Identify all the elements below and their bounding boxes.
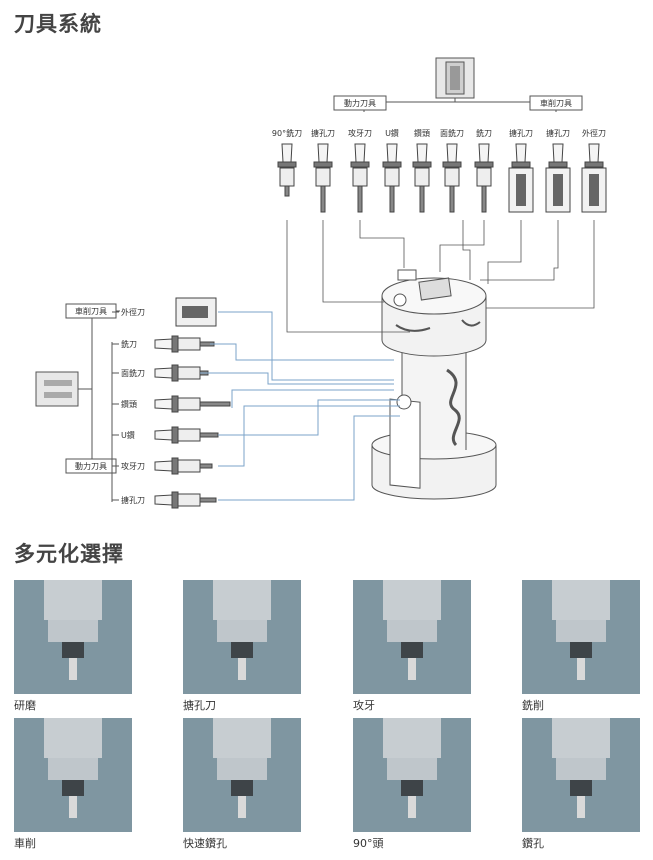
- gallery-caption: 研磨: [14, 699, 36, 712]
- boring-tool-icon: [213, 580, 271, 680]
- left-tool-label: 鑽頭: [121, 399, 137, 409]
- top-power-tools-box: [333, 95, 387, 111]
- top-lathe-tools-label: 車削刀具: [540, 98, 572, 108]
- left-lathe-tools-label: 車削刀具: [75, 306, 107, 316]
- left-tool-label: 外徑刀: [121, 307, 145, 317]
- top-tool-label: 銑刀: [476, 128, 492, 138]
- tool-holder-icon: [382, 143, 402, 213]
- angle-head-icon: [383, 718, 441, 818]
- tool-holder-icon: [581, 143, 607, 213]
- top-turret-icon: [435, 57, 475, 99]
- gallery-photo: [522, 718, 640, 832]
- top-connector-lines: [286, 220, 595, 333]
- left-connector-lines: [200, 311, 400, 501]
- tool-holder-icon: [154, 395, 231, 413]
- left-turret-icon: [35, 371, 79, 407]
- tool-holder-icon: [277, 143, 297, 197]
- drill-bit-icon: [552, 718, 610, 818]
- tool-holder-icon: [350, 143, 370, 213]
- gallery-photo: [14, 718, 132, 832]
- gallery-photo: [183, 718, 301, 832]
- gallery-photo: [353, 580, 471, 694]
- section-title-tool-system: 刀具系統: [14, 12, 102, 36]
- top-lathe-tools-box: [529, 95, 583, 111]
- left-tool-label: U鑽: [121, 430, 135, 440]
- gallery-caption: 攻牙: [353, 699, 375, 712]
- gallery-photo: [522, 580, 640, 694]
- left-tool-label: 攻牙刀: [121, 461, 145, 471]
- tool-holder-icon: [545, 143, 571, 213]
- u-drill-icon: [213, 718, 271, 818]
- gallery-photo: [14, 580, 132, 694]
- gallery-caption: 銑削: [522, 699, 544, 712]
- top-tool-label: 攻牙刀: [348, 128, 372, 138]
- left-tool-label: 銑刀: [121, 339, 137, 349]
- top-tool-label: 搪孔刀: [509, 128, 533, 138]
- tool-holder-icon: [154, 426, 219, 444]
- tool-holder-icon: [442, 143, 462, 213]
- top-tool-label: 鑽頭: [414, 128, 430, 138]
- grinding-wheel-icon: [44, 580, 102, 680]
- tool-holder-icon: [175, 297, 217, 327]
- left-power-tools-label: 動力刀具: [75, 461, 107, 471]
- left-tool-label: 面銑刀: [121, 368, 145, 378]
- tool-holder-icon: [154, 457, 213, 475]
- tool-holder-icon: [474, 143, 494, 213]
- gallery-caption: 90°頭: [353, 837, 384, 850]
- tapping-tool-icon: [383, 580, 441, 680]
- top-tool-label: 面銑刀: [440, 128, 464, 138]
- gallery-photo: [183, 580, 301, 694]
- left-tools: [154, 297, 231, 509]
- tool-holder-icon: [154, 335, 215, 353]
- turning-tool-icon: [44, 718, 102, 818]
- top-tool-label: U鑽: [385, 128, 399, 138]
- top-power-tools-label: 動力刀具: [344, 98, 376, 108]
- tool-holder-icon: [412, 143, 432, 213]
- gallery-caption: 快速鑽孔: [183, 837, 227, 850]
- top-tool-label: 搪孔刀: [546, 128, 570, 138]
- gallery-caption: 車削: [14, 837, 36, 850]
- tool-holder-icon: [508, 143, 534, 213]
- tool-holder-icon: [313, 143, 333, 213]
- section-title-diverse-options: 多元化選擇: [14, 542, 124, 566]
- top-tools: [277, 143, 607, 213]
- gallery-caption: 搪孔刀: [183, 699, 216, 712]
- left-tool-label: 搪孔刀: [121, 495, 145, 505]
- top-tool-label: 外徑刀: [582, 128, 606, 138]
- top-tool-label: 90°銑刀: [272, 128, 302, 138]
- gallery-photo: [353, 718, 471, 832]
- tool-holder-icon: [154, 491, 217, 509]
- top-tool-label: 搪孔刀: [311, 128, 335, 138]
- milling-cutter-icon: [552, 580, 610, 680]
- gallery-caption: 鑽孔: [522, 837, 544, 850]
